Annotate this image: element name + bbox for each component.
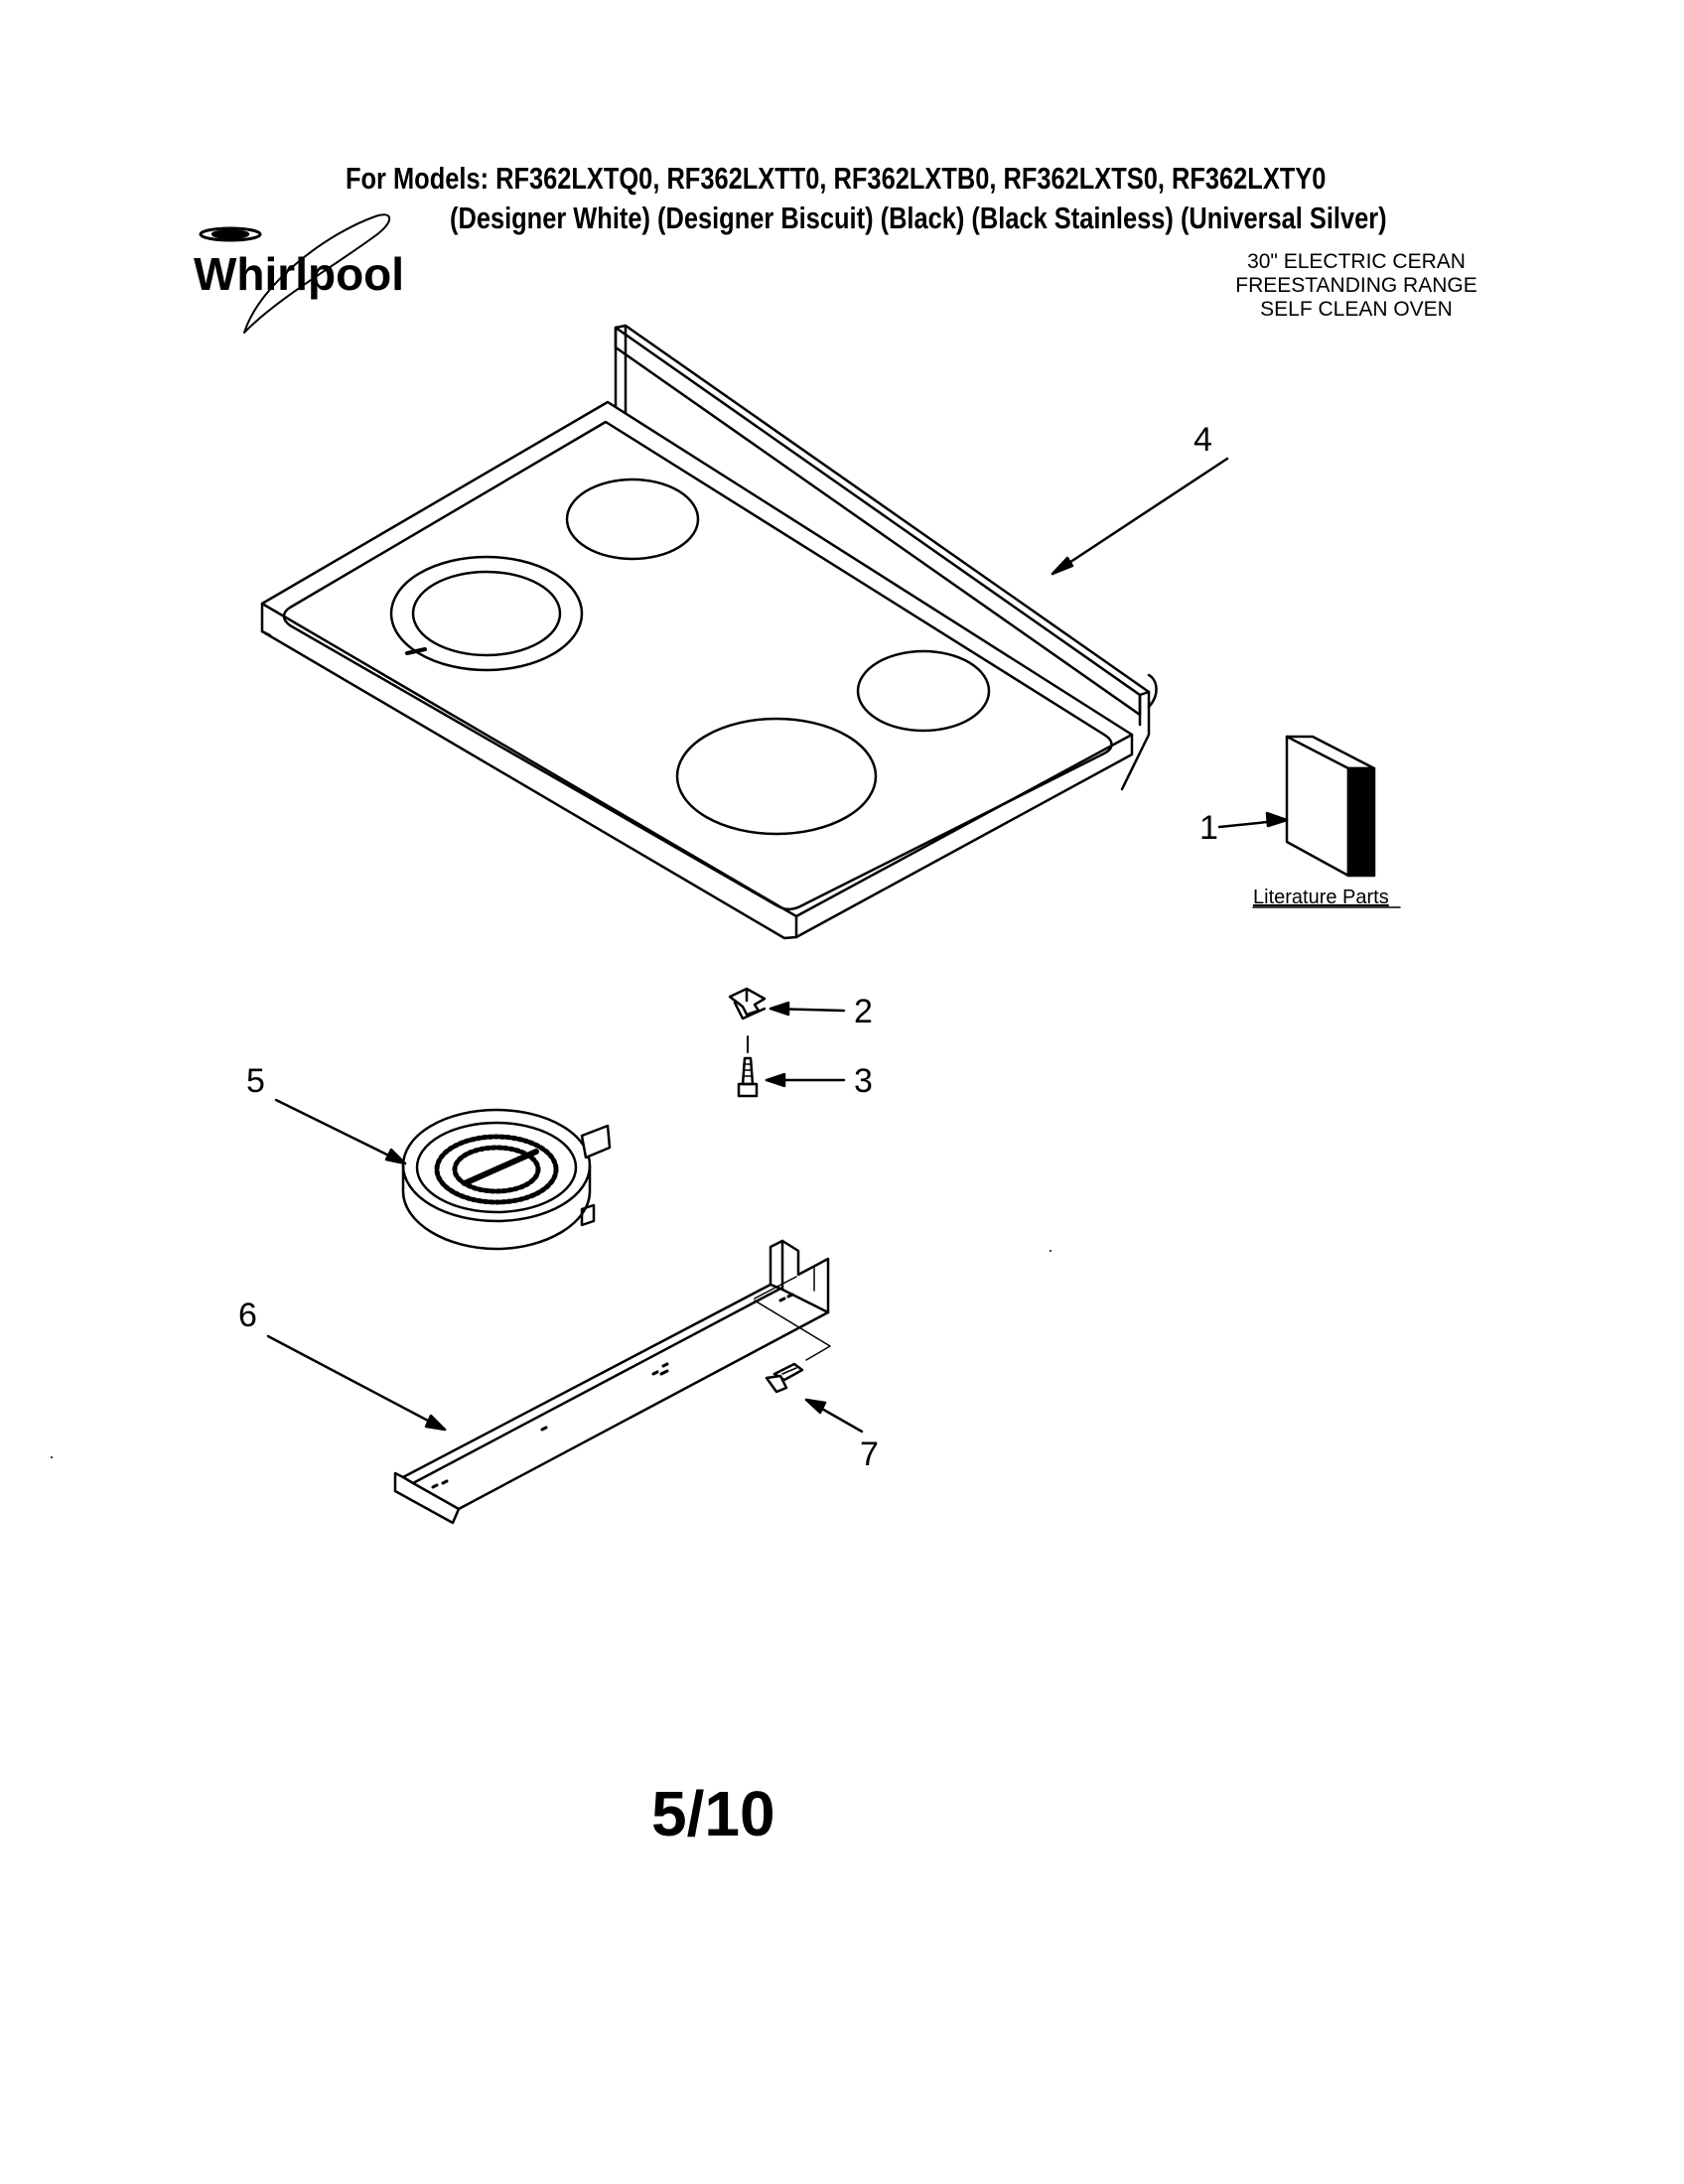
callout-2: 2: [854, 993, 873, 1030]
product-description-line-2: FREESTANDING RANGE: [1235, 274, 1477, 297]
product-description-line-1: 30" ELECTRIC CERAN: [1247, 250, 1466, 273]
cooktop-front-right-element: [675, 717, 878, 836]
screw-part-3: [737, 1056, 759, 1098]
brand-logotype: Whirlpool: [194, 248, 404, 300]
callout-7: 7: [860, 1435, 879, 1473]
whirlpool-logo: Whirlpool: [194, 213, 404, 334]
callout-3: 3: [854, 1062, 873, 1100]
screw-part-7: [765, 1362, 804, 1394]
page-number: 5/10: [651, 1778, 775, 1849]
models-line: For Models: RF362LXTQ0, RF362LXTT0, RF36…: [346, 161, 1327, 196]
callout-1: 1: [1199, 809, 1218, 847]
colors-line: (Designer White) (Designer Biscuit) (Bla…: [450, 201, 1387, 235]
support-bracket: [393, 1239, 831, 1525]
literature-parts-label: Literature Parts: [1253, 887, 1389, 908]
cooktop-large-left-inner-ring: [411, 570, 562, 657]
leader-lines: [266, 457, 1289, 1433]
radiant-surface-element: [401, 1108, 612, 1251]
callout-5: 5: [246, 1062, 265, 1100]
clip-part: [728, 987, 767, 1021]
cooktop-assembly: [260, 324, 1158, 940]
literature-parts-booklet: [1285, 735, 1376, 878]
cooktop-back-left-element: [565, 478, 700, 561]
cooktop-large-left-element: [389, 555, 584, 672]
callout-6: 6: [238, 1297, 257, 1334]
product-description-line-3: SELF CLEAN OVEN: [1260, 298, 1453, 321]
cooktop-back-right-element: [856, 649, 991, 733]
callout-4: 4: [1193, 421, 1212, 459]
